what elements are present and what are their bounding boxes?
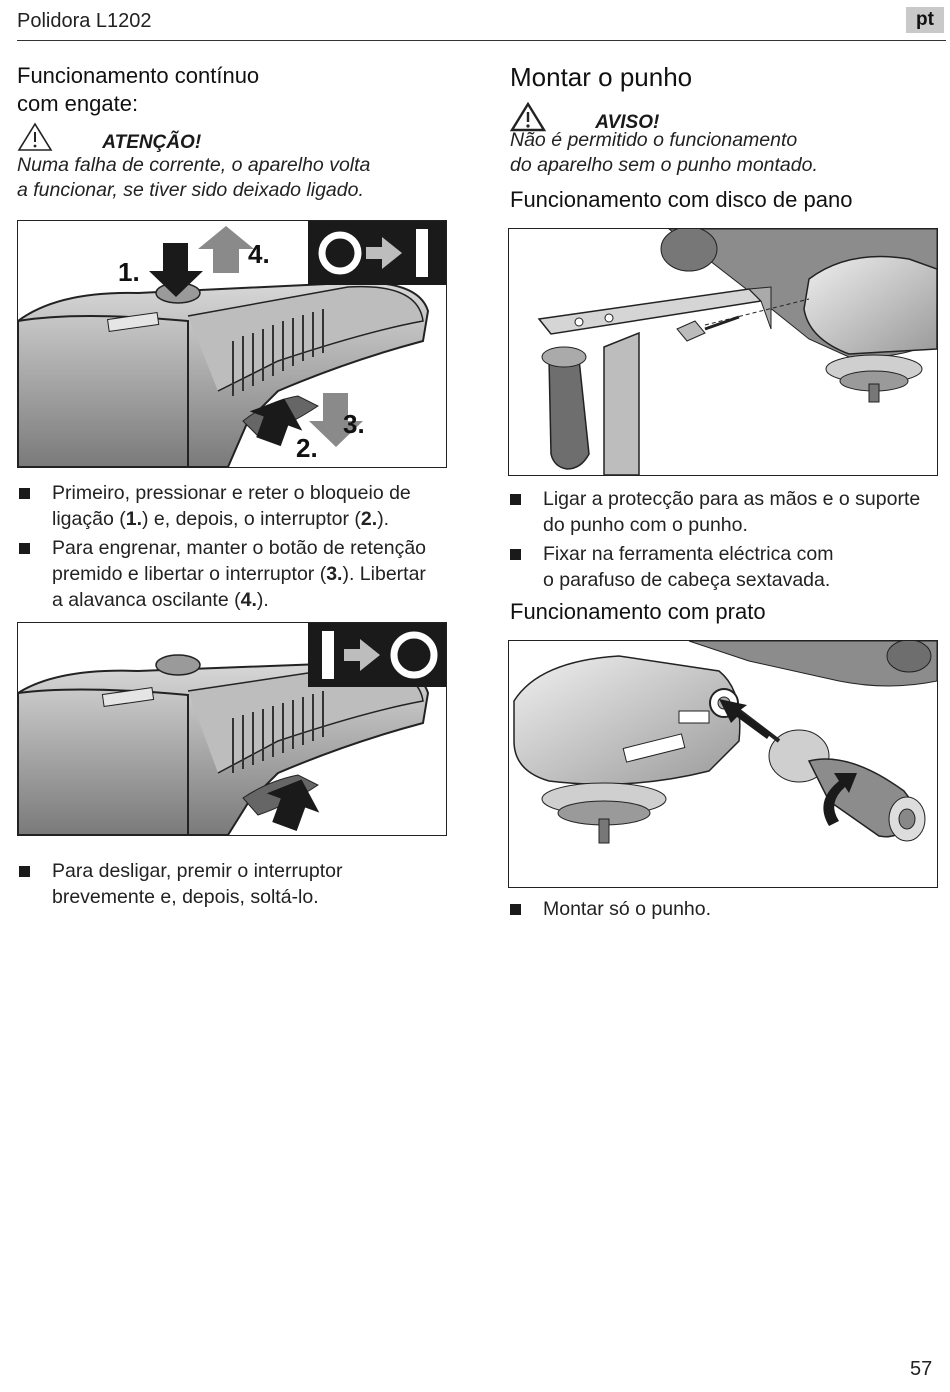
list-item: Para engrenar, manter o botão de retençã…: [17, 535, 447, 613]
figure-label: 3.: [343, 409, 365, 439]
warning-triangle-icon: [509, 101, 547, 139]
warning-title: ATENÇÃO!: [102, 132, 202, 153]
text: ) e, depois, o interruptor (: [141, 508, 361, 530]
bullet-square-icon: [19, 866, 30, 877]
text: Para desligar, premir o interruptor: [52, 860, 343, 882]
figure-switch-on-illustration: 1. 4. 2. 3.: [17, 220, 447, 468]
bullet-list-hand-guard: Ligar a protecção para as mãos e o supor…: [508, 486, 948, 596]
figure-label: 4.: [248, 239, 270, 269]
bullet-square-icon: [19, 543, 30, 554]
text: Montar só o punho.: [543, 898, 712, 920]
figure-handle-only-assembly: [508, 640, 938, 888]
section-heading-mount-handle: Montar o punho: [510, 62, 693, 92]
heading-line: com engate:: [17, 91, 139, 116]
bold-ref: 4.: [240, 589, 257, 611]
warning-triangle-icon: [17, 122, 53, 159]
figure-label: 2.: [296, 433, 318, 463]
text: premido e libertar o interruptor (: [52, 563, 327, 585]
warning-text-line: Não é permitido o funcionamento: [510, 129, 798, 151]
figure-hand-guard-assembly: [508, 228, 938, 476]
bullet-list-handle-only: Montar só o punho.: [508, 896, 948, 925]
text: Fixar na ferramenta eléctrica com: [543, 543, 834, 565]
figure-switch-off-illustration: [17, 622, 447, 836]
text: ).: [377, 508, 390, 530]
bullet-square-icon: [510, 494, 521, 505]
subheading-cloth-disc: Funcionamento com disco de pano: [510, 187, 853, 212]
header-divider: [17, 40, 946, 41]
list-item: Primeiro, pressionar e reter o bloqueio …: [17, 480, 447, 532]
bullet-list-switch-off: Para desligar, premir o interruptor brev…: [17, 858, 447, 913]
text: a alavanca oscilante (: [52, 589, 241, 611]
warning-text-line: Numa falha de corrente, o aparelho volta: [17, 154, 371, 176]
bullet-list-switch-on: Primeiro, pressionar e reter o bloqueio …: [17, 480, 447, 616]
warning-notice: AVISO!: [509, 101, 660, 139]
bullet-square-icon: [510, 904, 521, 915]
bullet-square-icon: [510, 549, 521, 560]
text: ).: [256, 589, 269, 611]
warning-caution: ATENÇÃO!: [17, 122, 201, 159]
page-number: 57: [910, 1358, 933, 1380]
list-item: Fixar na ferramenta eléctrica com o para…: [508, 541, 948, 593]
text: o parafuso de cabeça sextavada.: [543, 569, 831, 591]
language-badge: pt: [906, 7, 944, 33]
text: ligação (: [52, 508, 126, 530]
warning-text: Numa falha de corrente, o aparelho volta…: [17, 153, 370, 203]
text: do punho com o punho.: [543, 514, 748, 536]
figure-label: 1.: [118, 257, 140, 287]
subheading-plate: Funcionamento com prato: [510, 599, 766, 624]
text: brevemente e, depois, soltá-lo.: [52, 886, 319, 908]
list-item: Para desligar, premir o interruptor brev…: [17, 858, 447, 910]
warning-text-line: do aparelho sem o punho montado.: [510, 154, 818, 176]
document-title: Polidora L1202: [17, 10, 152, 32]
text: Ligar a protecção para as mãos e o supor…: [543, 488, 921, 510]
warning-text-line: a funcionar, se tiver sido deixado ligad…: [17, 179, 364, 201]
heading-line: Funcionamento contínuo: [17, 63, 260, 88]
text: Para engrenar, manter o botão de retençã…: [52, 537, 427, 559]
bold-ref: 1.: [125, 508, 142, 530]
list-item: Montar só o punho.: [508, 896, 948, 922]
bold-ref: 2.: [360, 508, 378, 530]
section-heading-continuous-operation: Funcionamento contínuo com engate:: [17, 62, 259, 118]
bold-ref: 3.: [326, 563, 343, 585]
text: ). Libertar: [342, 563, 426, 585]
bullet-square-icon: [19, 488, 30, 499]
warning-text: Não é permitido o funcionamento do apare…: [510, 128, 818, 178]
text: Primeiro, pressionar e reter o bloqueio …: [52, 482, 411, 504]
list-item: Ligar a protecção para as mãos e o supor…: [508, 486, 948, 538]
warning-title: AVISO!: [595, 112, 660, 133]
